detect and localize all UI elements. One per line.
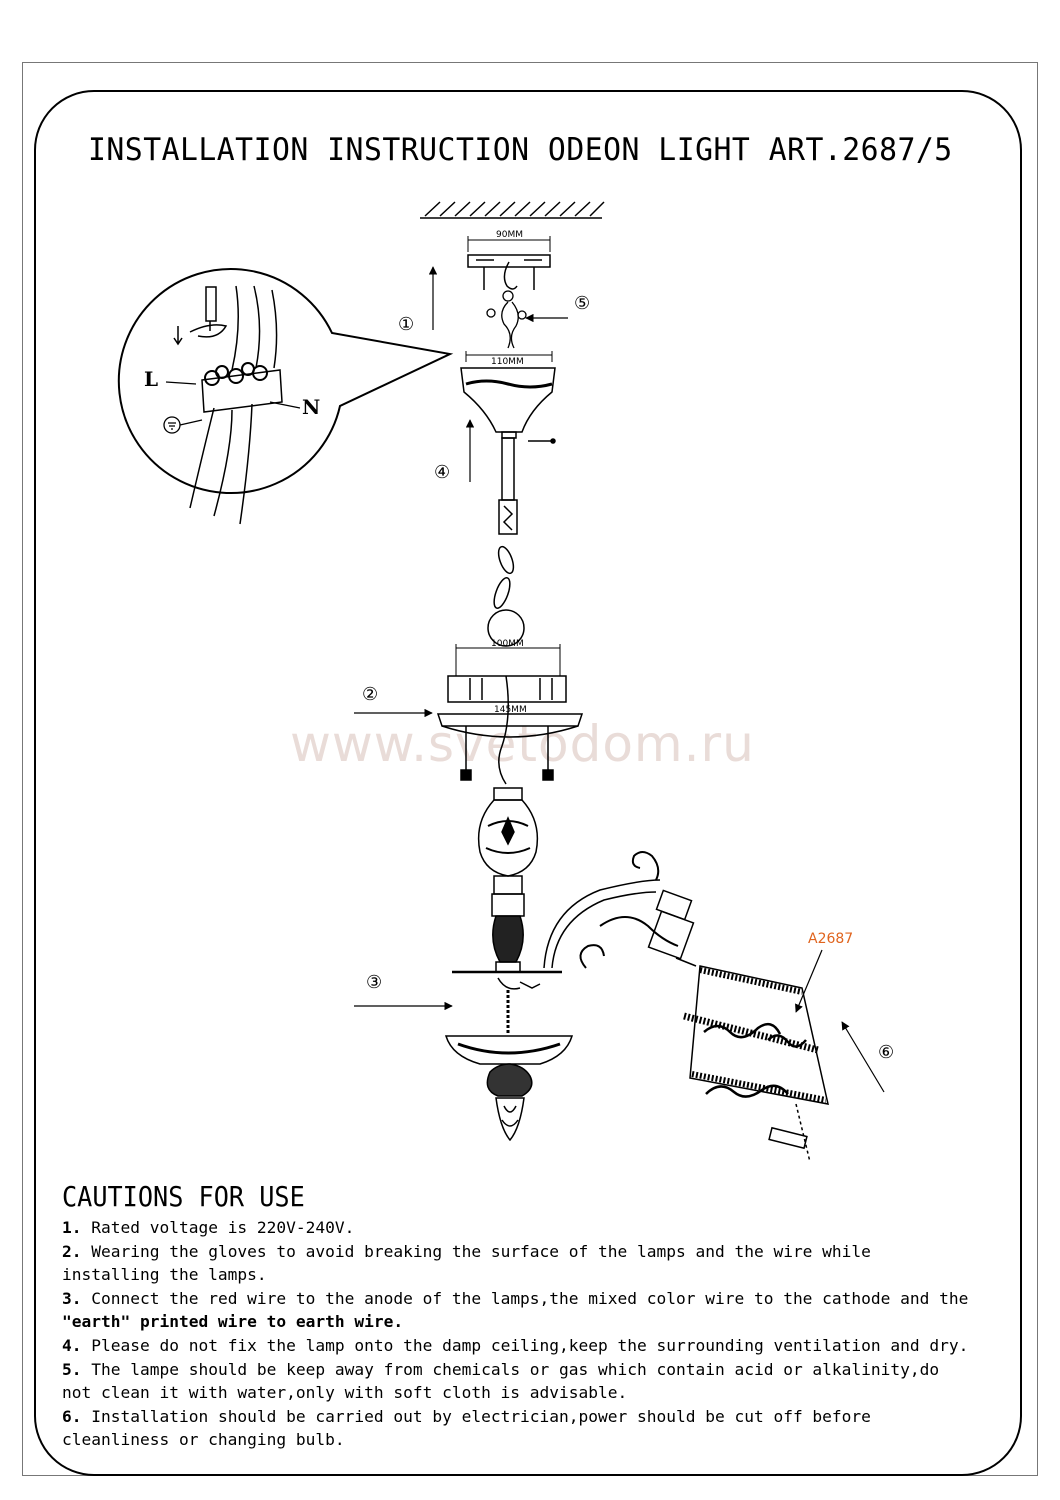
step-4-label: ④ [434, 462, 450, 483]
caution-line: 1. Rated voltage is 220V-240V. [62, 1218, 355, 1237]
neutral-wire-label: N [302, 395, 320, 419]
caution-line: not clean it with water,only with soft c… [62, 1383, 628, 1403]
canopy [460, 351, 556, 439]
lamp-body [477, 787, 539, 973]
step-5-label: ⑤ [574, 293, 590, 314]
watermark: www.svetodom.ru [290, 715, 755, 773]
mounting-plate [436, 644, 584, 785]
page-title: INSTALLATION INSTRUCTION ODEON LIGHT ART… [88, 132, 953, 168]
cautions-list: 1. Rated voltage is 220V-240V. 2. Wearin… [62, 1216, 992, 1452]
caution-line: 6. Installation should be carried out by… [62, 1406, 871, 1426]
caution-line: cleanliness or changing bulb. [62, 1430, 345, 1450]
cautions-heading: CAUTIONS FOR USE [62, 1180, 305, 1213]
rod-and-chain: 100MM [487, 437, 525, 649]
caution-line: 3. Connect the red wire to the anode of … [62, 1288, 969, 1308]
rounded-border [34, 90, 1022, 1476]
lamp-arm [452, 851, 679, 990]
hook-wires [486, 290, 527, 349]
caution-line: installing the lamps. [62, 1265, 267, 1285]
mounting-bracket [467, 236, 551, 290]
caution-line: 5. The lampe should be keep away from ch… [62, 1359, 940, 1379]
dim-bracket-width: 90MM [496, 230, 523, 240]
live-wire-label: L [144, 367, 158, 391]
shade-model-label: A2687 [808, 931, 853, 947]
lamp-shade [647, 889, 829, 1163]
bottom-bowl [444, 990, 574, 1142]
caution-line: "earth" printed wire to earth wire. [62, 1312, 404, 1332]
step-arrows [354, 266, 885, 1093]
step-6-label: ⑥ [878, 1042, 894, 1063]
wiring-detail [117, 268, 454, 525]
step-2-label: ② [362, 684, 378, 705]
ceiling [420, 201, 605, 219]
dim-plate-outer: 145MM [494, 705, 527, 715]
dim-canopy-width: 110MM [491, 357, 524, 367]
step-1-label: ① [398, 314, 414, 335]
dim-plate-inner: 100MM [491, 639, 524, 649]
screw [528, 438, 556, 444]
caution-line: 2. Wearing the gloves to avoid breaking … [62, 1241, 871, 1261]
step-3-label: ③ [366, 972, 382, 993]
caution-line: 4. Please do not fix the lamp onto the d… [62, 1335, 969, 1355]
